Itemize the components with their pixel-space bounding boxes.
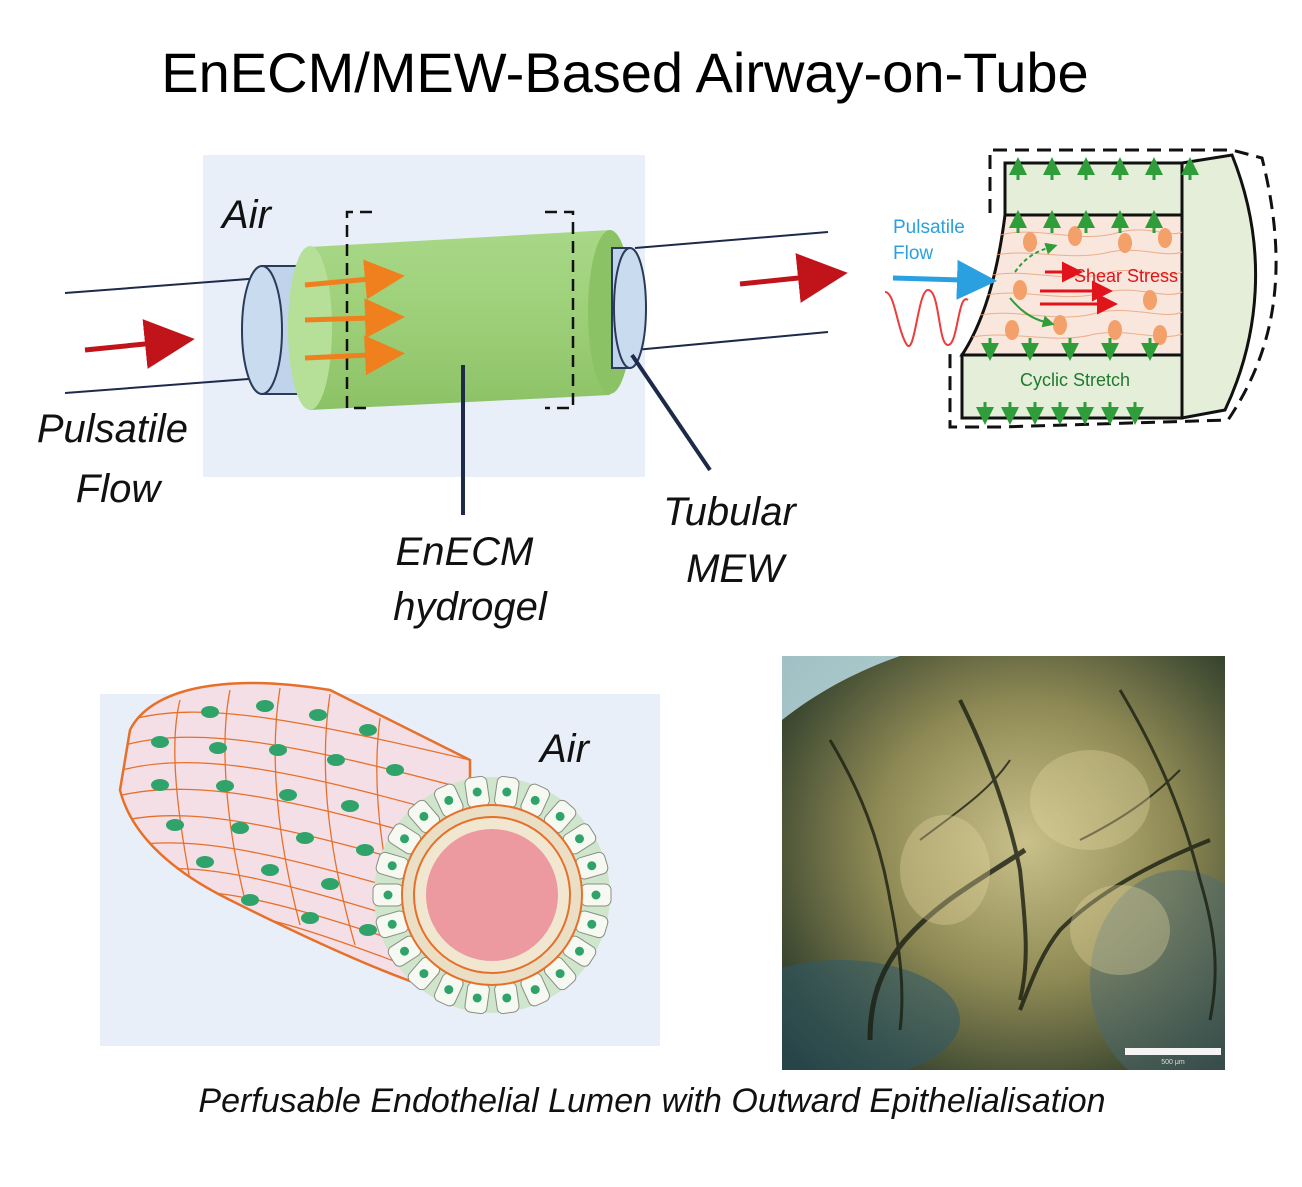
figure-title: EnECM/MEW-Based Airway-on-Tube [161, 41, 1088, 104]
wall-section-inset: Shear Stress Cyclic Stretch Pulsatile Fl… [884, 148, 1278, 429]
inset-stretch-label: Cyclic Stretch [1020, 370, 1130, 390]
scale-bar-label: 500 μm [1161, 1059, 1185, 1066]
epithelial-nucleus [419, 811, 429, 821]
airway-tube-diagram: Air [37, 155, 848, 629]
shear-arrow-3 [304, 335, 405, 376]
micrograph-highlights [900, 750, 1170, 975]
inset-stretch-arrows-bottom [976, 338, 1159, 425]
epithelial-nucleus [591, 890, 601, 900]
epithelial-nucleus [587, 861, 597, 871]
outflow-arrow [739, 253, 848, 303]
epithelial-nucleus [472, 993, 482, 1003]
epithelial-nucleus [502, 993, 512, 1003]
epithelial-nucleus [530, 985, 540, 995]
tubular-mew-label-line1: Tubular [663, 490, 797, 534]
hydrogel-label-line1: EnECM [396, 530, 534, 574]
epithelial-nucleus [387, 861, 397, 871]
bottom-air-label: Air [538, 727, 591, 771]
tube-wall-top-left [64, 277, 263, 294]
epithelial-nucleus [472, 787, 482, 797]
epithelial-nucleus [587, 919, 597, 929]
inset-curved-side [1180, 153, 1258, 420]
air-label: Air [220, 193, 273, 237]
hydrogel-label: EnECM hydrogel [393, 530, 548, 629]
pulsatile-flow-label-line1: Pulsatile [37, 407, 188, 451]
epithelial-nucleus [530, 795, 540, 805]
epithelial-nucleus [419, 969, 429, 979]
inset-flow-label-line1: Pulsatile [893, 217, 965, 238]
pulsatile-flow-label-line2: Flow [76, 467, 164, 511]
inset-flow-arrow [892, 259, 997, 300]
epithelial-nucleus [574, 946, 584, 956]
section-bracket-left [345, 210, 372, 410]
lumen-schematic: Air [100, 681, 660, 1046]
inset-nuclei [1005, 226, 1172, 345]
tubular-mew-label: Tubular MEW [663, 490, 807, 591]
hydrogel-label-line2: hydrogel [393, 585, 548, 629]
epithelial-nucleus [444, 795, 454, 805]
mew-ring-right [611, 247, 647, 369]
inset-stretch-arrows-top [1009, 157, 1199, 233]
inset-deform-arrow-2 [1009, 297, 1055, 328]
micrograph-fibres [828, 689, 1217, 1041]
tube-wall-bottom-right [634, 331, 829, 351]
shear-arrow-2 [304, 298, 405, 339]
epithelial-nucleus [555, 969, 565, 979]
epithelial-nucleus [400, 946, 410, 956]
epithelial-cells [372, 775, 612, 1015]
section-bracket-right [545, 210, 575, 410]
mew-micrograph: 500 μm [782, 656, 1225, 1070]
tube-wall-top-right [634, 231, 829, 249]
mew-ring-left [241, 265, 303, 395]
epithelial-nucleus [574, 834, 584, 844]
lumen-core [426, 829, 558, 961]
tube-wall-bottom-left [64, 377, 263, 394]
epithelial-nucleus [502, 787, 512, 797]
inset-flow-label-line2: Flow [893, 243, 933, 264]
epithelial-nucleus [383, 890, 393, 900]
scale-bar [1125, 1048, 1221, 1055]
shear-arrow-1 [304, 259, 405, 300]
epithelial-nucleus [400, 834, 410, 844]
inset-shear-label: Shear Stress [1074, 266, 1178, 286]
inset-top-layer [1003, 161, 1184, 217]
pulsatile-flow-label: Pulsatile Flow [37, 407, 199, 511]
epithelial-nucleus [387, 919, 397, 929]
inset-dashed-outline [948, 148, 1278, 429]
inset-deform-arrow-1 [1014, 242, 1058, 273]
inflow-arrow [84, 319, 195, 369]
mew-pointer-line [630, 353, 712, 472]
tubular-mew-label-line2: MEW [686, 547, 787, 591]
figure-caption: Perfusable Endothelial Lumen with Outwar… [198, 1082, 1105, 1120]
epithelial-nucleus [444, 985, 454, 995]
inset-flow-label: Pulsatile Flow [893, 217, 970, 264]
inset-pulse-wave [884, 288, 969, 347]
epithelial-nucleus [555, 811, 565, 821]
